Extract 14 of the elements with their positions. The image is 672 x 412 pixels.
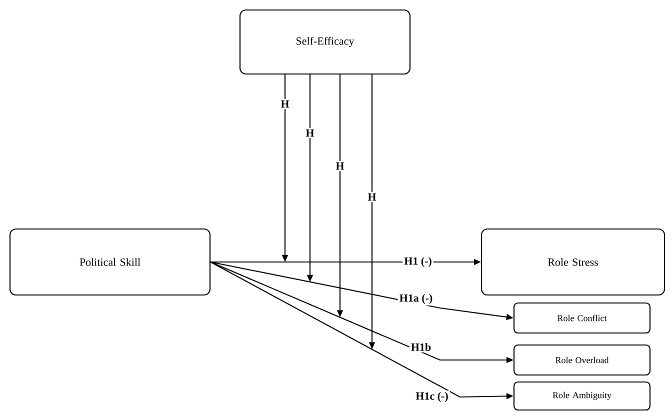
box: Self-Efficacy bbox=[239, 9, 411, 75]
box: Role Conflict bbox=[513, 302, 651, 334]
edge-label: H1 (-) bbox=[402, 256, 434, 268]
edge-label: H1a (-) bbox=[398, 292, 434, 306]
box: Role Overload bbox=[513, 344, 651, 376]
box: Political Skill bbox=[9, 228, 211, 296]
box: Role Stress bbox=[480, 228, 666, 296]
edge-label: H bbox=[366, 192, 378, 202]
edge-label: H bbox=[279, 98, 291, 110]
edge-label: H1b bbox=[409, 342, 433, 352]
edge-label: H1c (-) bbox=[414, 390, 450, 404]
edge-label: H bbox=[304, 128, 316, 138]
edge-label: H bbox=[334, 160, 346, 172]
box: Role Ambiguity bbox=[513, 381, 651, 411]
